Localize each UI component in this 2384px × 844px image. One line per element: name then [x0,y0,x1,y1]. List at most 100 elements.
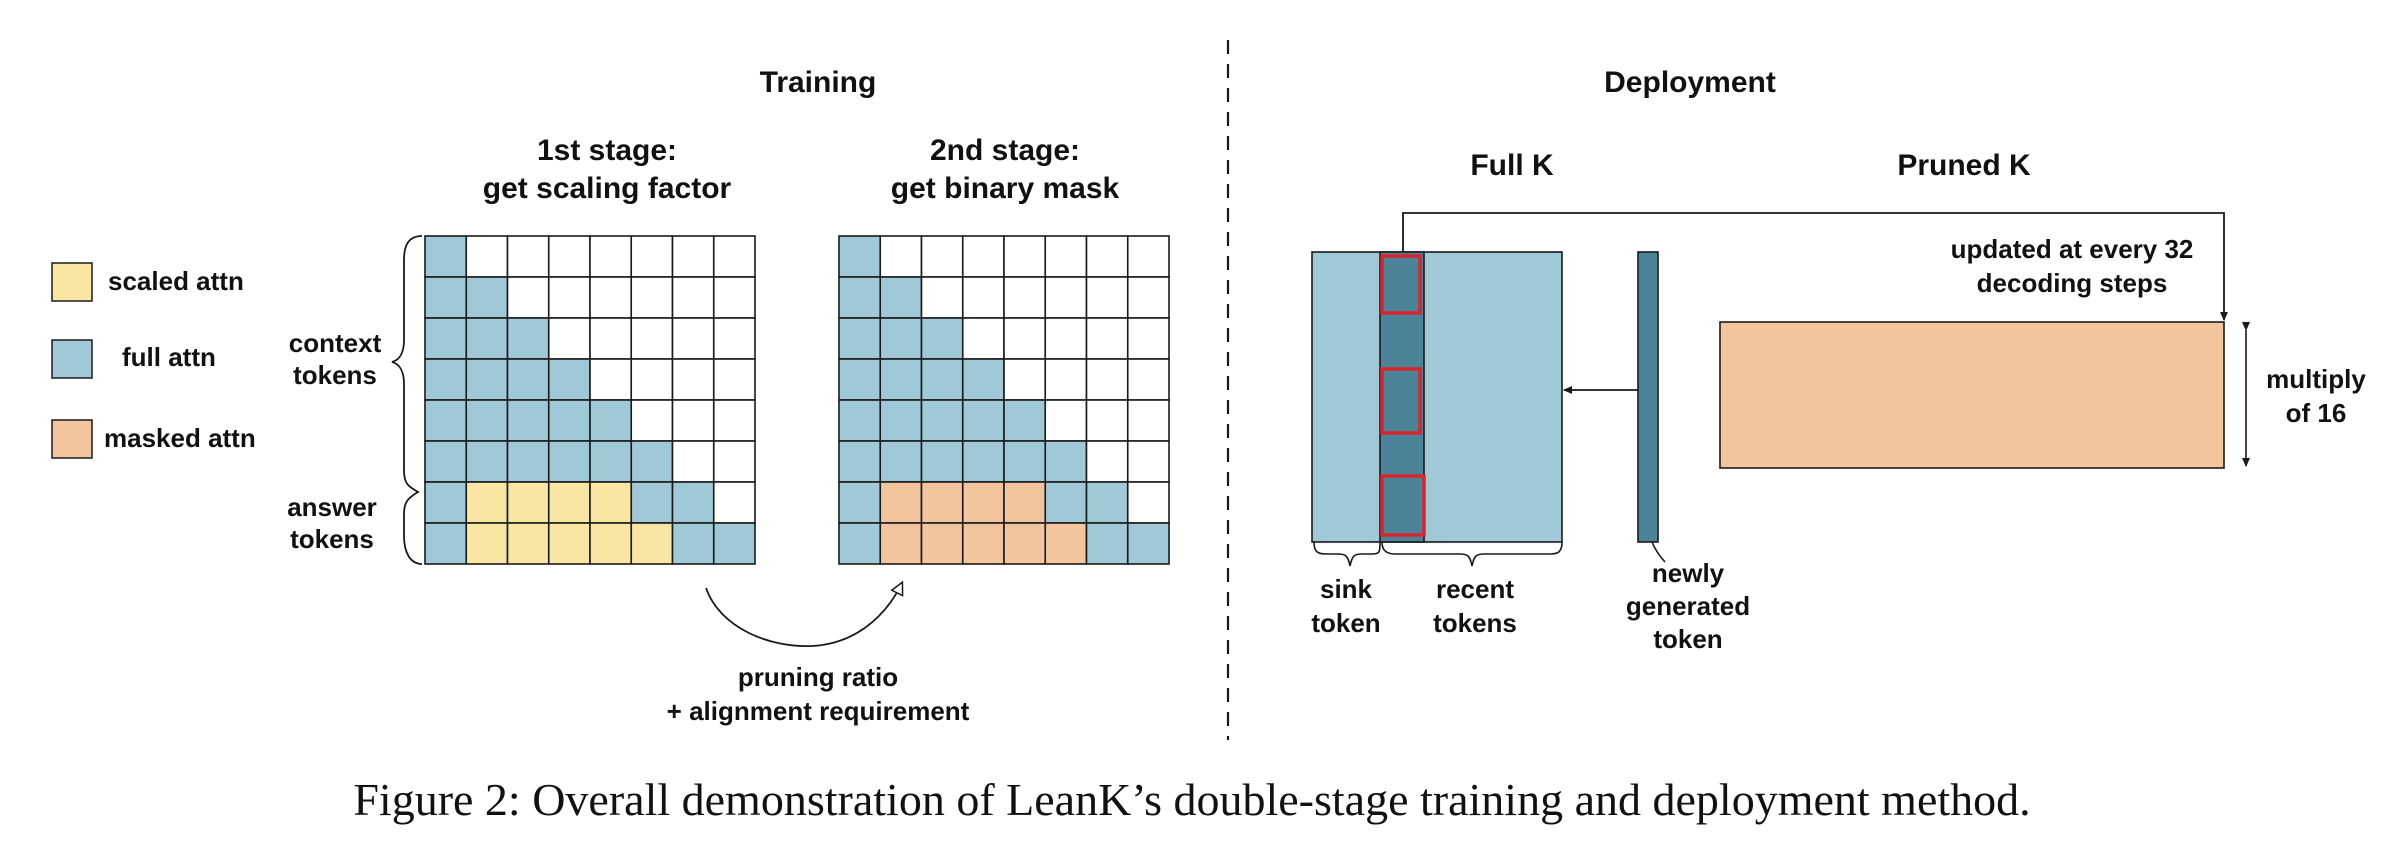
grid-cell-empty [1126,358,1170,401]
grid-cell-full [712,522,756,565]
grid-cell-scaled [589,481,633,524]
grid-cell-empty [630,235,674,278]
grid-cell-scaled [589,522,633,565]
highlight-box-1 [1380,254,1422,315]
grid-cell-empty [506,276,550,319]
grid-cell-empty [712,399,756,442]
grid-cell-masked [879,522,923,565]
grid-cell-full [838,522,882,565]
grid-cell-full [547,358,591,401]
grid-cell-empty [1085,276,1129,319]
grid-cell-full [920,440,964,483]
stage2-title-line2: get binary mask [891,172,1120,205]
grid-cell-scaled [547,481,591,524]
grid-cell-masked [1003,481,1047,524]
grid-cell-masked [961,481,1005,524]
grid-cell-empty [671,317,715,360]
grid-cell-masked [961,522,1005,565]
grid-cell-full [424,440,468,483]
full-k-dark-column [1379,251,1425,543]
grid-cell-empty [547,235,591,278]
grid-cell-full [506,399,550,442]
recent-tokens-brace [1381,541,1563,567]
tokens-brace [391,235,423,565]
grid-cell-full [465,358,509,401]
training-section: Training 1st stage: get scaling factor 2… [287,66,1170,726]
legend-label-masked: masked attn [104,423,256,453]
grid-cell-full [671,481,715,524]
grid-cell-full [838,399,882,442]
grid-cell-empty [1126,440,1170,483]
answer-tokens-label-line1: answer [287,492,377,522]
newly-label-line3: token [1653,624,1722,654]
legend-label-scaled: scaled attn [108,266,244,296]
grid-cell-empty [879,235,923,278]
context-tokens-label-line1: context [289,328,382,358]
grid-cell-full [1044,481,1088,524]
sink-token-brace [1313,541,1381,567]
grid-cell-empty [1085,235,1129,278]
newly-token-pointer [1651,541,1666,563]
grid-cell-full [961,399,1005,442]
legend-swatch-full [51,339,93,379]
grid-cell-empty [547,276,591,319]
context-tokens-label-line2: tokens [293,360,377,390]
newly-generated-token-bar [1637,251,1659,543]
grid-cell-full [506,358,550,401]
grid-cell-scaled [506,522,550,565]
grid-cell-empty [1044,358,1088,401]
grid-cell-full [838,235,882,278]
grid-cell-full [920,399,964,442]
grid-cell-full [424,399,468,442]
grid-cell-full [424,358,468,401]
grid-cell-scaled [630,522,674,565]
grid-cell-full [1085,481,1129,524]
grid-cell-full [920,358,964,401]
grid-cell-full [424,235,468,278]
highlight-box-3 [1380,474,1426,537]
grid-cell-full [547,440,591,483]
grid-cell-full [879,317,923,360]
grid-cell-masked [1003,522,1047,565]
deployment-title: Deployment [1604,66,1776,99]
legend-swatch-masked [51,419,93,459]
grid-cell-full [424,317,468,360]
grid-cell-empty [465,235,509,278]
grid-cell-full [630,481,674,524]
grid-cell-masked [920,481,964,524]
grid-cell-empty [1044,399,1088,442]
grid-cell-empty [1085,399,1129,442]
grid-cell-full [671,522,715,565]
stage2-title-line1: 2nd stage: [930,134,1080,167]
grid-cell-empty [630,399,674,442]
grid-cell-empty [712,235,756,278]
grid-cell-full [1044,440,1088,483]
grid-cell-empty [961,317,1005,360]
legend-label-full: full attn [122,342,216,372]
grid-cell-full [879,399,923,442]
grid-cell-empty [1003,276,1047,319]
recent-tokens-label-line1: recent [1436,574,1514,604]
grid-cell-full [1003,440,1047,483]
update-label-line1: updated at every 32 [1951,234,2194,264]
deployment-section: Deployment Full K Pruned K sink token re… [1311,66,2366,654]
grid-cell-empty [671,440,715,483]
grid-cell-masked [920,522,964,565]
stage1-title-line2: get scaling factor [483,172,732,205]
stage-transition-arrow [705,580,904,647]
grid-cell-empty [1044,276,1088,319]
grid-cell-full [1126,522,1170,565]
grid-cell-full [547,399,591,442]
grid-cell-empty [712,440,756,483]
grid-cell-empty [1003,317,1047,360]
grid-cell-empty [712,317,756,360]
grid-cell-empty [671,276,715,319]
pruned-k-block [1719,321,2225,469]
grid-cell-full [879,358,923,401]
grid-cell-full [506,317,550,360]
grid-cell-scaled [547,522,591,565]
grid-cell-full [465,440,509,483]
grid-cell-masked [879,481,923,524]
grid-cell-empty [1126,481,1170,524]
